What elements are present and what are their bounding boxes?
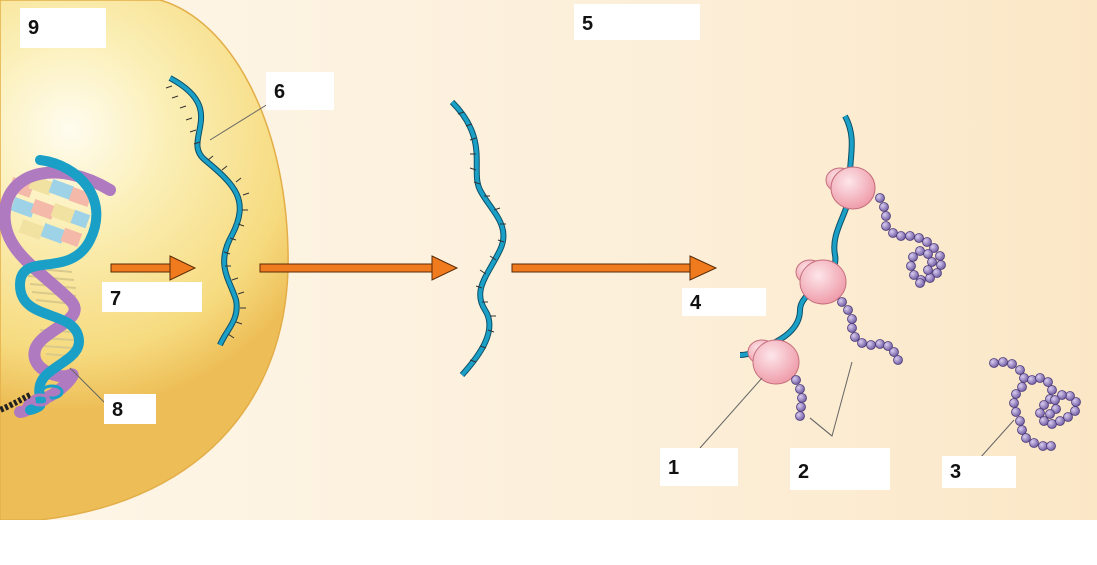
label-4: 4 [682, 288, 766, 316]
label-4-text: 4 [690, 292, 702, 314]
label-9-text: 9 [28, 17, 40, 39]
label-3: 3 [942, 456, 1016, 488]
polypeptide-chain-middle [837, 297, 903, 365]
ribosome-bottom [747, 339, 800, 385]
arrow-export [259, 255, 459, 281]
label-6: 6 [266, 72, 334, 110]
polypeptide-chain-top [875, 193, 946, 288]
leader-lines [69, 103, 1015, 459]
polypeptide-chain-bottom [791, 375, 807, 421]
label-7-text: 7 [110, 288, 122, 310]
label-2: 2 [790, 448, 890, 490]
label-8: 8 [104, 394, 156, 424]
label-2-text: 2 [798, 461, 810, 483]
label-7: 7 [102, 282, 202, 312]
mrna-strand-cytoplasm [449, 99, 507, 378]
label-1: 1 [660, 448, 738, 486]
ribosome-middle [795, 259, 847, 305]
label-5-text: 5 [582, 13, 594, 35]
dna-double-helix [0, 155, 116, 418]
label-3-text: 3 [950, 461, 962, 483]
mrna-strand-nucleus [165, 75, 250, 347]
label-8-text: 8 [112, 399, 124, 421]
label-1-text: 1 [668, 457, 680, 479]
arrow-translation [511, 255, 718, 281]
free-protein [989, 357, 1081, 451]
label-5: 5 [574, 4, 700, 40]
label-9: 9 [20, 8, 106, 48]
ribosome-top [825, 166, 876, 210]
arrow-transcription [110, 255, 197, 281]
nucleus [0, 0, 289, 521]
label-6-text: 6 [274, 81, 286, 103]
